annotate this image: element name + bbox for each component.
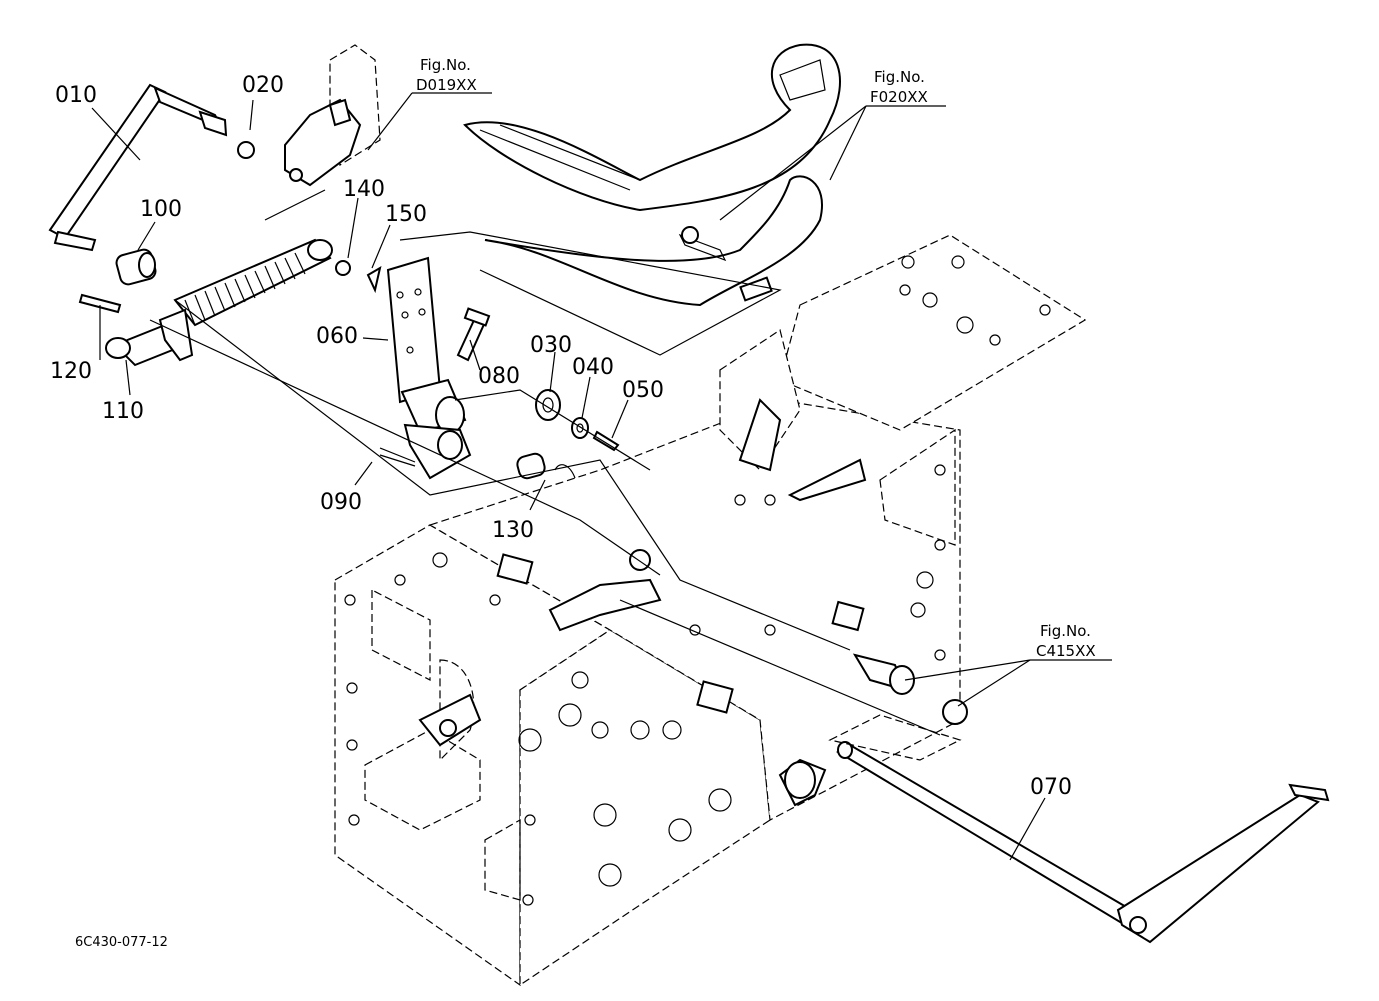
pedal-assembly bbox=[463, 43, 841, 307]
bracket-d019 bbox=[284, 44, 381, 187]
spring-rod bbox=[78, 238, 351, 367]
fig-ref-c415-prefix: Fig.No. bbox=[1040, 622, 1091, 640]
part-label-050: 050 bbox=[622, 378, 664, 403]
leader-lines bbox=[91, 92, 1112, 861]
part-label-120: 120 bbox=[50, 359, 92, 384]
part-label-080: 080 bbox=[478, 364, 520, 389]
part-label-110: 110 bbox=[102, 399, 144, 424]
part-label-030: 030 bbox=[530, 333, 572, 358]
fig-ref-d019-prefix: Fig.No. bbox=[420, 56, 471, 74]
part-label-060: 060 bbox=[316, 324, 358, 349]
part-label-040: 040 bbox=[572, 355, 614, 380]
drawing-code: 6C430-077-12 bbox=[75, 935, 168, 950]
pedal-070 bbox=[828, 714, 1330, 944]
part-label-140: 140 bbox=[343, 177, 385, 202]
part-label-010: 010 bbox=[55, 83, 97, 108]
part-label-150: 150 bbox=[385, 202, 427, 227]
fig-ref-f020-code: F020XX bbox=[870, 88, 928, 106]
figure-references: Fig.No. D019XX Fig.No. F020XX Fig.No. C4… bbox=[416, 56, 1096, 660]
fig-ref-f020-prefix: Fig.No. bbox=[874, 68, 925, 86]
part-label-070: 070 bbox=[1030, 775, 1072, 800]
part-label-130: 130 bbox=[492, 518, 534, 543]
main-frame bbox=[334, 234, 1087, 987]
bracket-060 bbox=[366, 256, 491, 480]
fig-ref-c415-code: C415XX bbox=[1036, 642, 1096, 660]
part-label-020: 020 bbox=[242, 73, 284, 98]
part-label-100: 100 bbox=[140, 197, 182, 222]
fig-ref-d019-code: D019XX bbox=[416, 76, 477, 94]
part-labels: 010 020 030 040 050 060 070 080 090 100 … bbox=[50, 73, 1072, 800]
lever-010 bbox=[48, 83, 255, 252]
part-label-090: 090 bbox=[320, 490, 362, 515]
